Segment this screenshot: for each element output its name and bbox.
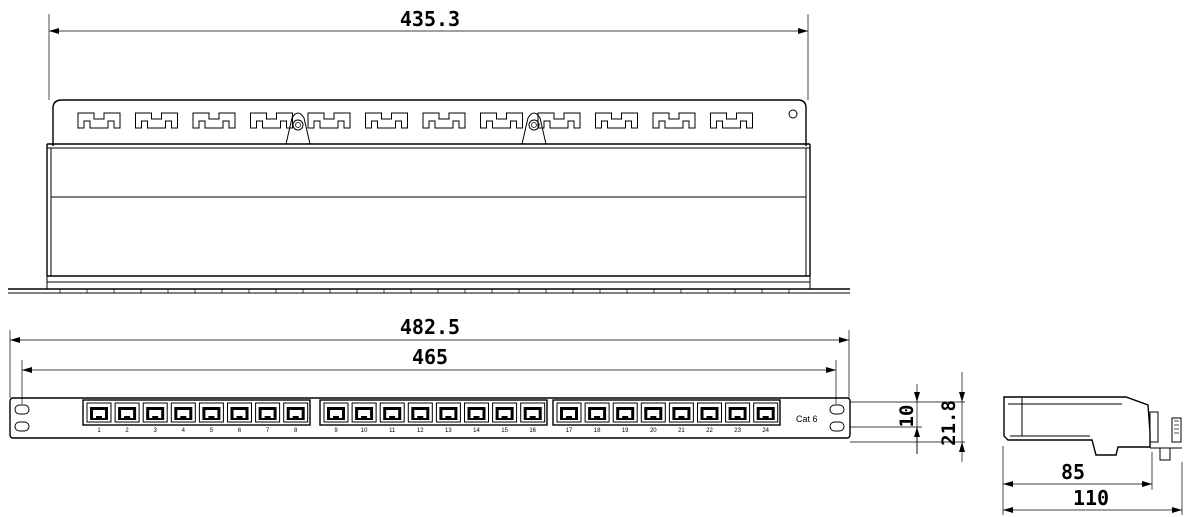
port-number-label: 19 [622, 428, 629, 434]
top-width-label: 435.3 [400, 7, 460, 31]
cable-tie-slot [710, 112, 753, 129]
port-number-label: 14 [473, 428, 480, 434]
rj45-port: 10 [351, 402, 377, 434]
port-block-1: 1 2 3 4 5 6 7 8 [82, 399, 311, 434]
rj45-port: 16 [520, 402, 546, 434]
rj45-port: 5 [198, 402, 224, 434]
cable-bracket-plate [52, 99, 807, 146]
mount-width-dimension: 465 [21, 345, 837, 404]
rack-ear-holes-left [14, 404, 30, 432]
port-number-label: 17 [566, 428, 573, 434]
side-depth-110-label: 110 [1073, 486, 1109, 510]
port-number-label: 10 [361, 428, 368, 434]
bracket-mount-tab-left [285, 112, 311, 145]
cable-tie-slots [77, 112, 753, 129]
rj45-port: 8 [283, 402, 309, 434]
front-flange-top [8, 288, 850, 294]
rack-ear-holes-right [829, 404, 845, 432]
port-number-label: 23 [734, 428, 741, 434]
port-number-label: 7 [266, 428, 270, 434]
port-number-label: 4 [182, 428, 186, 434]
rj45-port: 23 [725, 402, 751, 434]
port-number-label: 21 [678, 428, 685, 434]
rj45-port: 12 [407, 402, 433, 434]
cable-tie-slot [422, 112, 466, 129]
hole-spacing-label: 10 [896, 405, 918, 428]
top-width-dimension: 435.3 [48, 7, 809, 100]
cable-tie-slot [192, 112, 236, 129]
rj45-port: 1 [86, 402, 112, 434]
panel-height-label: 21.8 [938, 400, 960, 446]
cable-tie-slot [537, 112, 581, 129]
rj45-port: 13 [435, 402, 461, 434]
top-view: 435.3 [8, 7, 850, 294]
side-profile [1003, 396, 1151, 456]
rj45-port: 15 [492, 402, 518, 434]
rj45-port: 6 [227, 402, 252, 434]
bracket-screw-hole [788, 109, 798, 119]
port-number-label: 11 [389, 428, 396, 434]
side-view: 85 110 [1002, 396, 1183, 515]
port-block-2: 9 10 11 12 13 14 15 16 [319, 399, 548, 434]
mount-width-label: 465 [412, 345, 448, 369]
port-number-label: 18 [594, 428, 601, 434]
rj45-port: 3 [142, 402, 168, 434]
cable-tie-slot [480, 112, 523, 129]
rj45-port: 22 [697, 402, 722, 434]
port-number-label: 16 [529, 428, 536, 434]
port-number-label: 22 [706, 428, 713, 434]
cable-tie-slot [595, 112, 638, 129]
rj45-port: 18 [584, 402, 610, 434]
panel-width-dimension: 482.5 [9, 315, 850, 398]
port-number-label: 24 [762, 428, 769, 434]
port-number-label: 13 [445, 428, 452, 434]
cable-tie-slot [77, 112, 121, 129]
rj45-port: 19 [612, 402, 638, 434]
side-depth-85-label: 85 [1061, 460, 1085, 484]
cable-tie-slot [652, 112, 696, 129]
port-number-label: 9 [334, 428, 338, 434]
rj45-port: 20 [640, 402, 666, 434]
rj45-port: 14 [464, 402, 489, 434]
port-number-label: 5 [210, 428, 214, 434]
cable-tie-slot [365, 112, 408, 129]
port-number-label: 12 [417, 428, 424, 434]
cable-tie-slot [250, 112, 293, 129]
rj45-port: 4 [170, 402, 196, 434]
side-depth-dimension-85: 85 [1002, 446, 1153, 515]
rj45-port: 9 [323, 402, 349, 434]
category-label: Cat 6 [796, 414, 818, 424]
front-panel [9, 397, 851, 439]
vertical-dimensions: 10 21.8 [850, 372, 965, 462]
panel-body-top [46, 143, 811, 289]
rj45-port: 17 [556, 402, 582, 434]
rear-cable-clip [1149, 411, 1182, 461]
rj45-port: 11 [379, 402, 405, 434]
cable-tie-slot [135, 112, 178, 129]
rj45-port: 2 [114, 402, 140, 434]
port-number-label: 3 [154, 428, 158, 434]
rj45-port: 7 [255, 402, 281, 434]
port-number-label: 8 [294, 428, 298, 434]
panel-width-label: 482.5 [400, 315, 460, 339]
port-block-3: 17 18 19 20 21 22 23 24 [552, 399, 781, 434]
port-number-label: 2 [125, 428, 129, 434]
port-number-label: 20 [650, 428, 657, 434]
port-number-label: 1 [97, 428, 101, 434]
bracket-mount-tab-right [521, 112, 547, 145]
port-number-label: 6 [238, 428, 242, 434]
rj45-port: 21 [668, 402, 694, 434]
cable-tie-slot [307, 112, 351, 129]
rj45-port: 24 [753, 402, 779, 434]
side-depth-dimension-110: 110 [1003, 462, 1183, 515]
port-number-label: 15 [501, 428, 508, 434]
